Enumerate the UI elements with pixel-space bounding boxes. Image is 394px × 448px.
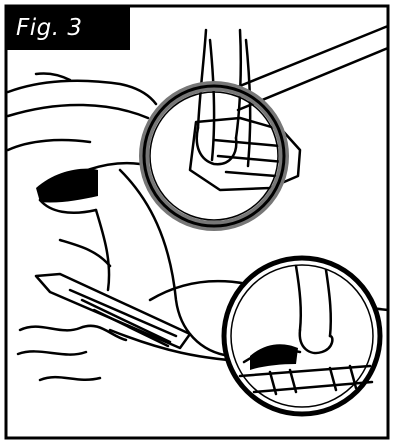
finger-shadow bbox=[36, 169, 98, 203]
callout-circle-bottom bbox=[224, 258, 380, 414]
figure-label: Fig. 3 bbox=[6, 6, 130, 50]
